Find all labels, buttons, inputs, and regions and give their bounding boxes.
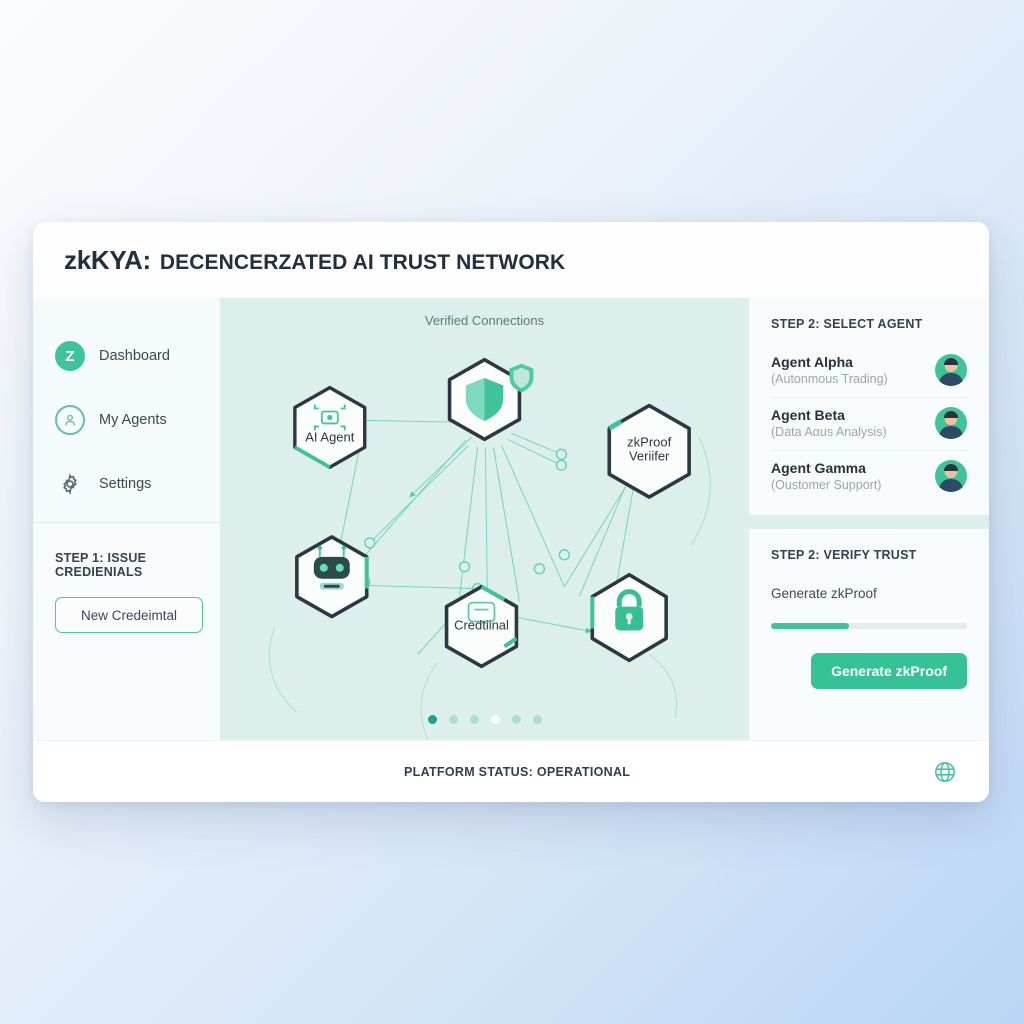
progress-bar-fill xyxy=(771,623,850,629)
pagination-dot[interactable] xyxy=(427,715,437,724)
right-rail: STEP 2: SELECT AGENT Agent Alpha (Autonm… xyxy=(749,298,989,740)
agent-name: Agent Gamma xyxy=(771,460,866,476)
sidebar-item-label: Dashboard xyxy=(99,348,170,364)
network-graph: AI Agent xyxy=(268,357,711,740)
agent-text: Agent Alpha (Autonmous Trading) xyxy=(771,354,888,386)
agent-role: (Data Aαus Analysis) xyxy=(771,425,887,439)
issue-credentials-panel: STEP 1: ISSUE CREDIENIALS New Credeimtal xyxy=(33,523,220,740)
list-item-agent-gamma[interactable]: Agent Gamma (Oustomer Support) xyxy=(771,451,967,503)
canvas-title: Verified Connections xyxy=(424,313,545,328)
sidebar-divider xyxy=(33,522,220,523)
progress-bar xyxy=(771,623,967,629)
sidebar-item-label: Settings xyxy=(99,476,152,492)
shield-icon xyxy=(463,375,506,424)
sidebar-item-settings[interactable]: Settings xyxy=(33,452,220,516)
new-credential-button[interactable]: New Credeimtal xyxy=(55,597,203,633)
verify-trust-panel: STEP 2: VERIFY TRUST Generate zkProof Ge… xyxy=(749,529,989,740)
node-label-ai-agent: AI Agent xyxy=(305,429,355,445)
node-lock[interactable] xyxy=(590,572,668,663)
z-logo-glyph: Z xyxy=(65,347,75,365)
avatar xyxy=(935,407,967,439)
sidebar-nav: Z Dashboard My Agents xyxy=(33,298,220,516)
avatar xyxy=(935,354,967,386)
robot-icon xyxy=(313,545,350,590)
agent-text: Agent Gamma (Oustomer Support) xyxy=(771,460,881,492)
avatar xyxy=(935,460,967,492)
network-graph-canvas[interactable]: Verified Connections xyxy=(220,298,749,740)
pagination-dots[interactable] xyxy=(220,715,749,724)
node-ai-agent[interactable]: AI Agent xyxy=(288,385,372,469)
node-zkproof-verifier[interactable]: zkProof Veriifer xyxy=(607,403,691,499)
sidebar-item-dashboard[interactable]: Z Dashboard xyxy=(33,324,220,388)
agent-name: Agent Beta xyxy=(771,407,845,423)
graph-edges xyxy=(268,419,711,740)
graph-edge-waypoints xyxy=(359,448,571,613)
rail-divider xyxy=(749,515,989,529)
app-footer: PLATFORM STATUS: OPERATIONAL xyxy=(33,740,989,802)
node-robot[interactable] xyxy=(295,535,369,619)
step2-select-agent-title: STEP 2: SELECT AGENT xyxy=(771,317,923,331)
pagination-dot[interactable] xyxy=(532,715,542,724)
node-label-zkproof-line1: zkProof xyxy=(627,434,672,450)
page-title-text: DECENCERZATED AI TRUST NETWORK xyxy=(159,250,566,274)
shield-badge-icon xyxy=(509,363,534,393)
node-label-credential: Credtiinal xyxy=(454,617,509,633)
node-shield-hub[interactable] xyxy=(447,357,534,442)
node-credential[interactable]: Credtiinal xyxy=(440,584,524,669)
gear-icon xyxy=(55,469,85,499)
platform-status-text: PLATFORM STATUS: OPERATIONAL xyxy=(404,764,631,779)
agent-role: (Oustomer Support) xyxy=(771,478,882,492)
app-body: Z Dashboard My Agents xyxy=(33,298,989,740)
pagination-dot[interactable] xyxy=(490,715,500,724)
pagination-dot[interactable] xyxy=(469,715,479,724)
sidebar-item-my-agents[interactable]: My Agents xyxy=(33,388,220,452)
app-header: zkKYA: DECENCERZATED AI TRUST NETWORK xyxy=(33,222,989,298)
node-label-zkproof: zkProof Veriifer xyxy=(607,435,691,463)
page-title: zkKYA: DECENCERZATED AI TRUST NETWORK xyxy=(64,245,565,276)
agent-text: Agent Beta (Data Aαus Analysis) xyxy=(771,407,887,439)
step1-title: STEP 1: ISSUE CREDIENIALS xyxy=(55,551,147,579)
user-circle-icon xyxy=(55,405,85,435)
node-label-zkproof-line2: Veriifer xyxy=(628,448,670,464)
list-item-agent-beta[interactable]: Agent Beta (Data Aαus Analysis) xyxy=(771,398,967,451)
pagination-dot[interactable] xyxy=(448,715,458,724)
step2-verify-trust-title: STEP 2: VERIFY TRUST xyxy=(771,548,917,562)
pagination-dot[interactable] xyxy=(511,715,521,724)
select-agent-panel: STEP 2: SELECT AGENT Agent Alpha (Autonm… xyxy=(749,298,989,515)
sidebar: Z Dashboard My Agents xyxy=(33,298,220,740)
z-logo-icon: Z xyxy=(55,341,85,371)
globe-icon[interactable] xyxy=(933,760,957,784)
brand-name: zkKYA: xyxy=(64,244,151,275)
agent-list: Agent Alpha (Autonmous Trading) Agent Be… xyxy=(771,345,967,503)
agent-role: (Autonmous Trading) xyxy=(771,372,888,386)
generate-zkproof-button[interactable]: Generate zkProof xyxy=(811,653,967,689)
credential-card-icon xyxy=(467,601,496,623)
app-window: zkKYA: DECENCERZATED AI TRUST NETWORK Z … xyxy=(33,222,989,802)
agent-name: Agent Alpha xyxy=(771,354,853,370)
list-item-agent-alpha[interactable]: Agent Alpha (Autonmous Trading) xyxy=(771,345,967,398)
sidebar-item-label: My Agents xyxy=(99,412,167,428)
lock-icon xyxy=(615,589,644,631)
generate-zkproof-label: Generate zkProof xyxy=(771,586,877,601)
